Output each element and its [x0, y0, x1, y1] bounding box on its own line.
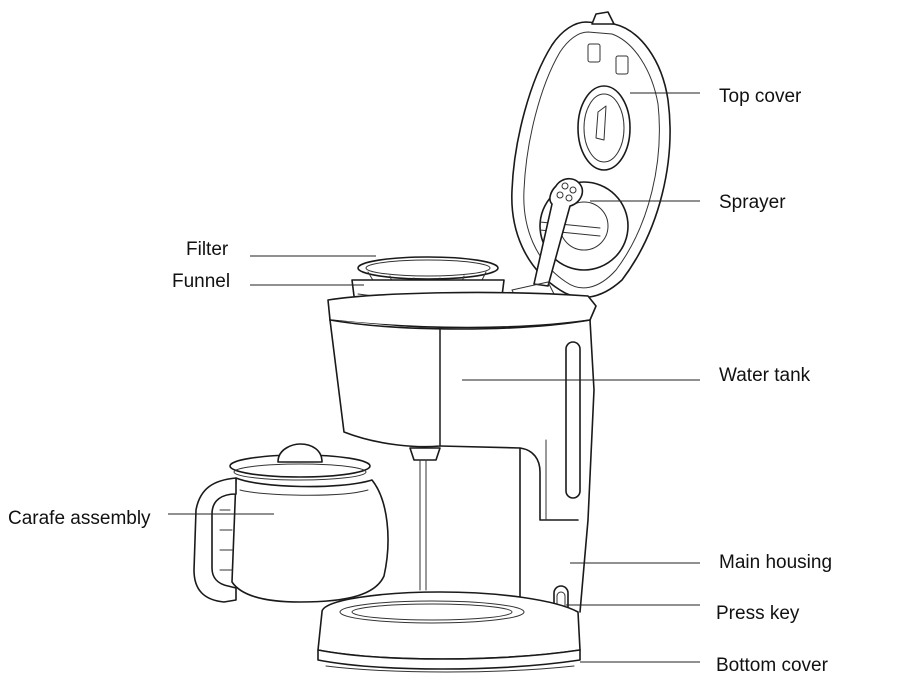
carafe-part [193, 443, 389, 603]
main-housing-part [419, 319, 595, 621]
top-cover-part [511, 11, 671, 299]
label-sprayer: Sprayer [719, 192, 786, 213]
label-filter: Filter [186, 239, 229, 260]
label-press-key: Press key [716, 603, 800, 624]
label-bottom-cover: Bottom cover [716, 655, 828, 676]
label-funnel: Funnel [172, 271, 231, 292]
water-tank-part [327, 291, 597, 499]
label-carafe-assembly: Carafe assembly [8, 508, 151, 529]
bottom-cover-part [317, 649, 581, 673]
label-water-tank: Water tank [719, 365, 811, 386]
label-top-cover: Top cover [719, 86, 802, 107]
base-part [317, 591, 581, 660]
label-main-housing: Main housing [719, 552, 833, 573]
